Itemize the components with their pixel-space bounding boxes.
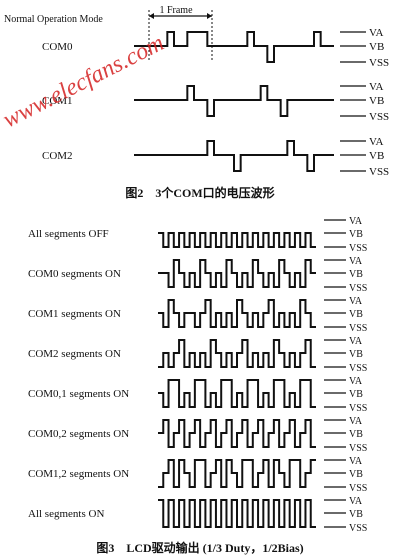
level-label-vss: VSS (349, 363, 367, 374)
level-label-vb: VB (349, 429, 363, 440)
fig3-waveform (158, 259, 316, 288)
level-label-vb: VB (349, 389, 363, 400)
level-label-va: VA (349, 456, 363, 467)
fig2-row-label: COM2 (42, 150, 73, 162)
fig2-waveform (134, 140, 334, 172)
level-label-va: VA (369, 136, 384, 148)
mode-label: Normal Operation Mode (4, 14, 103, 25)
fig3-row-label: COM1,2 segments ON (28, 468, 129, 480)
fig3-waveforms: All segments OFF VA VB VSS COM0 segments ON V… (28, 216, 367, 534)
level-label-vss: VSS (349, 283, 367, 294)
level-label-va: VA (369, 27, 384, 39)
fig2-row-label: COM0 (42, 41, 73, 53)
fig3-waveform (158, 339, 316, 368)
fig3-waveform (158, 499, 316, 528)
fig3-row-0: All segments OFF VA VB VSS (28, 216, 367, 254)
level-label-va: VA (349, 496, 363, 507)
level-label-vb: VB (369, 95, 384, 107)
fig3-row-4: COM0,1 segments ON VA VB VSS (28, 376, 367, 414)
level-label-va: VA (349, 216, 363, 227)
level-label-vss: VSS (349, 523, 367, 534)
fig2-row-0: COM0 VA VB VSS (42, 27, 389, 69)
fig3-row-label: COM2 segments ON (28, 348, 121, 360)
fig2-row-2: COM2 VA VB VSS (42, 136, 389, 178)
level-label-va: VA (349, 256, 363, 267)
fig3-waveform (158, 232, 316, 248)
fig3-waveform (158, 459, 316, 488)
fig2-row-1: COM1 VA VB VSS (42, 81, 389, 123)
fig3-row-label: COM0,1 segments ON (28, 388, 129, 400)
level-label-va: VA (349, 376, 363, 387)
fig3-row-label: All segments ON (28, 508, 104, 520)
fig3-row-label: COM0,2 segments ON (28, 428, 129, 440)
level-label-vb: VB (349, 309, 363, 320)
fig3-row-label: COM0 segments ON (28, 268, 121, 280)
fig3-row-1: COM0 segments ON VA VB VSS (28, 256, 367, 294)
level-label-va: VA (369, 81, 384, 93)
level-label-vb: VB (349, 469, 363, 480)
level-label-vb: VB (349, 349, 363, 360)
level-label-vss: VSS (369, 166, 389, 178)
fig3-waveform (158, 299, 316, 328)
fig2-waveform (134, 31, 334, 63)
fig3-row-2: COM1 segments ON VA VB VSS (28, 296, 367, 334)
level-label-va: VA (349, 416, 363, 427)
fig3-waveform (158, 419, 316, 448)
frame-label: 1 Frame (159, 5, 193, 16)
fig3-row-label: COM1 segments ON (28, 308, 121, 320)
level-label-vss: VSS (369, 111, 389, 123)
level-label-vb: VB (369, 150, 384, 162)
frame-marker (148, 10, 213, 62)
fig2-caption: 图2 3个COM口的电压波形 (125, 185, 274, 200)
level-label-vb: VB (349, 269, 363, 280)
level-label-va: VA (349, 296, 363, 307)
level-label-vb: VB (369, 41, 384, 53)
fig2-waveform (134, 85, 334, 117)
fig3-caption: 图3 LCD驱动输出 (1/3 Duty，1/2Bias) (96, 540, 303, 555)
level-label-vb: VB (349, 509, 363, 520)
level-label-vb: VB (349, 229, 363, 240)
fig3-row-5: COM0,2 segments ON VA VB VSS (28, 416, 367, 454)
level-label-va: VA (349, 336, 363, 347)
level-label-vss: VSS (369, 57, 389, 69)
fig3-row-3: COM2 segments ON VA VB VSS (28, 336, 367, 374)
fig2-row-label: COM1 (42, 95, 73, 107)
fig3-row-6: COM1,2 segments ON VA VB VSS (28, 456, 367, 494)
level-label-vss: VSS (349, 243, 367, 254)
watermark: www.elecfans.com (0, 30, 168, 133)
level-label-vss: VSS (349, 443, 367, 454)
fig3-row-7: All segments ON VA VB VSS (28, 496, 367, 534)
level-label-vss: VSS (349, 483, 367, 494)
fig3-waveform (158, 379, 316, 408)
fig3-row-label: All segments OFF (28, 228, 109, 240)
level-label-vss: VSS (349, 403, 367, 414)
level-label-vss: VSS (349, 323, 367, 334)
